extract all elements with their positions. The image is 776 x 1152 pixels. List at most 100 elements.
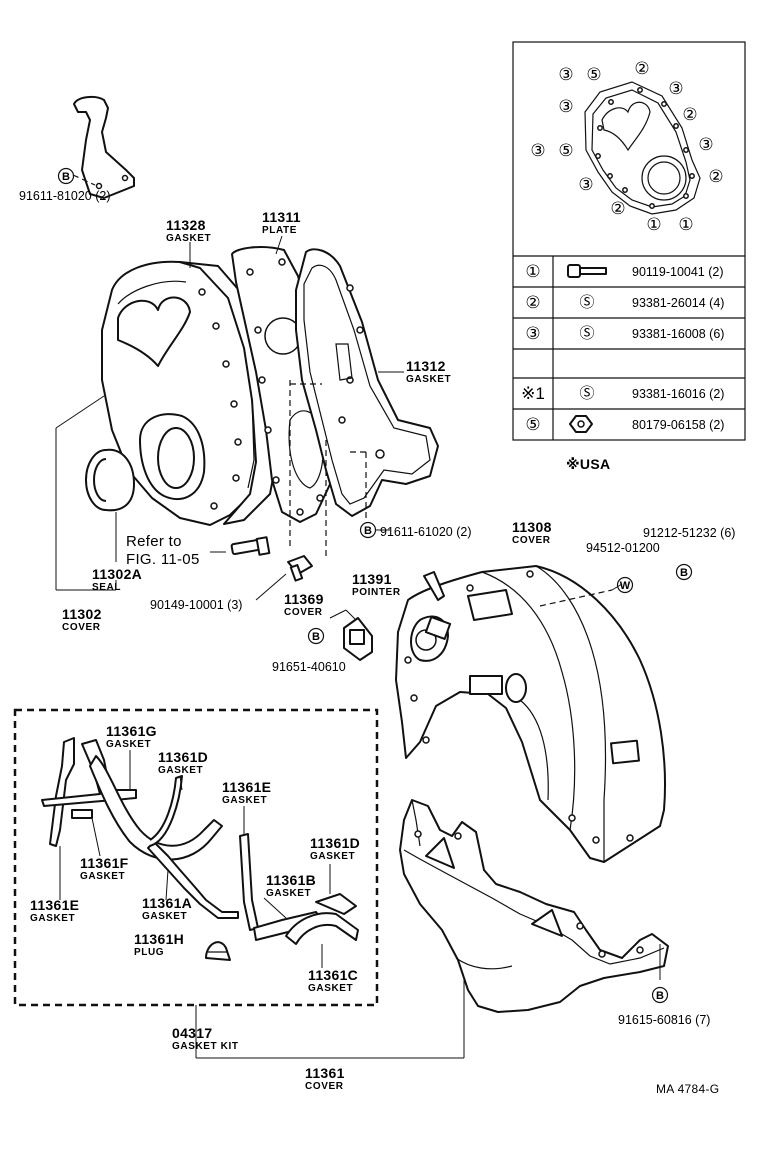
key-row-part-number: 93381-16016 (2) <box>632 387 724 401</box>
part-label: 91611-61020 (2) <box>380 525 472 539</box>
bolt-position-mark: ① <box>678 215 693 234</box>
part-number: 11312 <box>406 358 446 374</box>
part-label: 91212-51232 (6) <box>643 526 735 540</box>
part-label: 91651-40610 <box>272 660 346 674</box>
washer-marker: W <box>616 576 634 594</box>
usa-note: ※USA <box>566 456 610 472</box>
part-name: GASKET <box>166 233 211 244</box>
bolt-position-mark: ③ <box>530 141 545 160</box>
spring-washer-symbol: Ⓢ <box>579 385 594 402</box>
svg-text:B: B <box>364 525 372 537</box>
bolt-position-mark: ⑤ <box>586 65 601 84</box>
part-number: 91651-40610 <box>272 660 346 674</box>
bolt-marker: B <box>57 167 75 185</box>
part-number: 11361A <box>142 895 192 911</box>
svg-text:B: B <box>680 567 688 579</box>
mounting-bolts <box>230 380 367 582</box>
key-row-key: ⑤ <box>525 415 540 434</box>
gasket-11361F <box>71 809 93 819</box>
part-name: PLATE <box>262 225 297 236</box>
part-name: GASKET KIT <box>172 1041 239 1052</box>
bolt-position-mark: ② <box>634 59 649 78</box>
bolt-marker: B <box>651 986 669 1004</box>
part-number: 91611-81020 (2) <box>19 189 111 203</box>
bolt-marker: B <box>359 521 377 539</box>
svg-text:B: B <box>312 631 320 643</box>
bolt-icon <box>287 555 313 582</box>
part-name: COVER <box>284 607 323 618</box>
part-label: 90149-10001 (3) <box>150 598 242 612</box>
spring-washer-symbol: Ⓢ <box>579 294 594 311</box>
part-label: 91615-60816 (7) <box>618 1013 710 1027</box>
part-number: Refer to <box>126 533 182 550</box>
bolt-position-mark: ② <box>708 167 723 186</box>
part-number: 11302 <box>62 606 102 622</box>
part-name: PLUG <box>134 947 164 958</box>
part-number: 11361D <box>158 749 208 765</box>
part-number: 11361F <box>80 855 129 871</box>
bolt-position-mark: ① <box>646 215 661 234</box>
gasket-kit-box <box>13 708 465 1059</box>
svg-text:B: B <box>656 990 664 1002</box>
part-name: GASKET <box>222 795 267 806</box>
gasket-11361A <box>89 755 223 861</box>
part-number: 11361C <box>308 967 358 983</box>
gasket-11361D <box>147 841 239 919</box>
key-row-part-number: 90119-10041 (2) <box>632 265 724 279</box>
part-number: 90149-10001 (3) <box>150 598 242 612</box>
bolt-position-mark: ③ <box>578 175 593 194</box>
part-name: GASKET <box>266 888 311 899</box>
leader-lines <box>55 235 404 601</box>
gasket-11361E-right <box>239 833 259 931</box>
part-number: 94512-01200 <box>586 541 660 555</box>
bolt-marker: B <box>307 627 325 645</box>
part-number: 11391 <box>352 571 392 587</box>
part-name: GASKET <box>30 913 75 924</box>
bolt-position-mark: ③ <box>698 135 713 154</box>
bolt-position-mark: ⑤ <box>558 141 573 160</box>
part-number: 11302A <box>92 566 142 582</box>
part-number: 91615-60816 (7) <box>618 1013 710 1027</box>
part-name: SEAL <box>92 582 121 593</box>
part-number: 11308 <box>512 519 552 535</box>
key-row-key: ※1 <box>521 384 545 403</box>
part-name: GASKET <box>406 374 451 385</box>
key-row-key: ③ <box>525 324 540 343</box>
part-number: 11361B <box>266 872 316 888</box>
key-row-key: ① <box>525 262 540 281</box>
part-name: GASKET <box>106 739 151 750</box>
bolt-marker: B <box>675 563 693 581</box>
part-number: 11361D <box>310 835 360 851</box>
part-number: 11361H <box>134 931 184 947</box>
part-number: 11361E <box>222 779 271 795</box>
part-number: 11361E <box>30 897 79 913</box>
part-number: 11361 <box>305 1065 345 1081</box>
part-number: 04317 <box>172 1025 212 1041</box>
svg-text:W: W <box>620 580 631 592</box>
lower-cover-11361 <box>399 799 669 1013</box>
small-cover-11369 <box>329 609 373 661</box>
nut-icon <box>569 415 593 433</box>
bolt-icon <box>567 264 607 278</box>
part-name: GASKET <box>142 911 187 922</box>
part-labels: 91611-81020 (2)11328GASKET11311PLATE1131… <box>19 189 735 1092</box>
